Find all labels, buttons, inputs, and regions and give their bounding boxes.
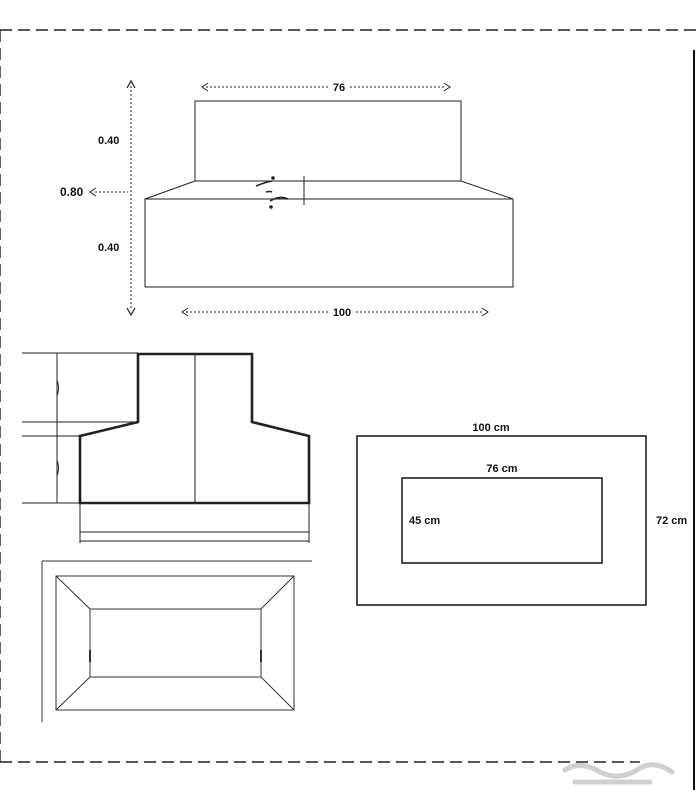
- beveled-top-view: [41, 560, 312, 722]
- bottom-width-dimension: 100: [181, 307, 489, 319]
- sketch-mark: [255, 180, 289, 202]
- lower-height-label: 0.40: [98, 242, 119, 254]
- height-dimension: 0.40 0.40 0.80: [60, 79, 136, 317]
- section-outline: [78, 352, 311, 505]
- plan-outer-width-label: 100 cm: [472, 422, 510, 434]
- top-width-dimension: 76: [201, 82, 451, 94]
- watermark-logo: [562, 762, 675, 785]
- top-width-label: 76: [333, 82, 345, 94]
- lower-block: [144, 180, 514, 288]
- plan-outer-rect: [356, 435, 647, 606]
- plan-inner-depth-label: 45 cm: [409, 515, 440, 527]
- plan-view: 100 cm 76 cm 45 cm 72 cm: [356, 422, 687, 606]
- bottom-width-label: 100: [333, 307, 351, 319]
- upper-height-label: 0.40: [98, 135, 119, 147]
- plan-inner-rect: [401, 477, 603, 564]
- plan-inner-width-label: 76 cm: [486, 463, 517, 475]
- elevation-view: [144, 100, 514, 288]
- upper-block: [194, 100, 462, 182]
- section-base-plate: [79, 502, 310, 533]
- page-border: [0, 29, 700, 763]
- bevel-outer-rect: [55, 575, 295, 711]
- total-height-label: 0.80: [60, 185, 84, 199]
- section-view: [22, 352, 311, 543]
- bevel-inner-rect: [89, 608, 262, 678]
- plan-outer-depth-label: 72 cm: [656, 515, 687, 527]
